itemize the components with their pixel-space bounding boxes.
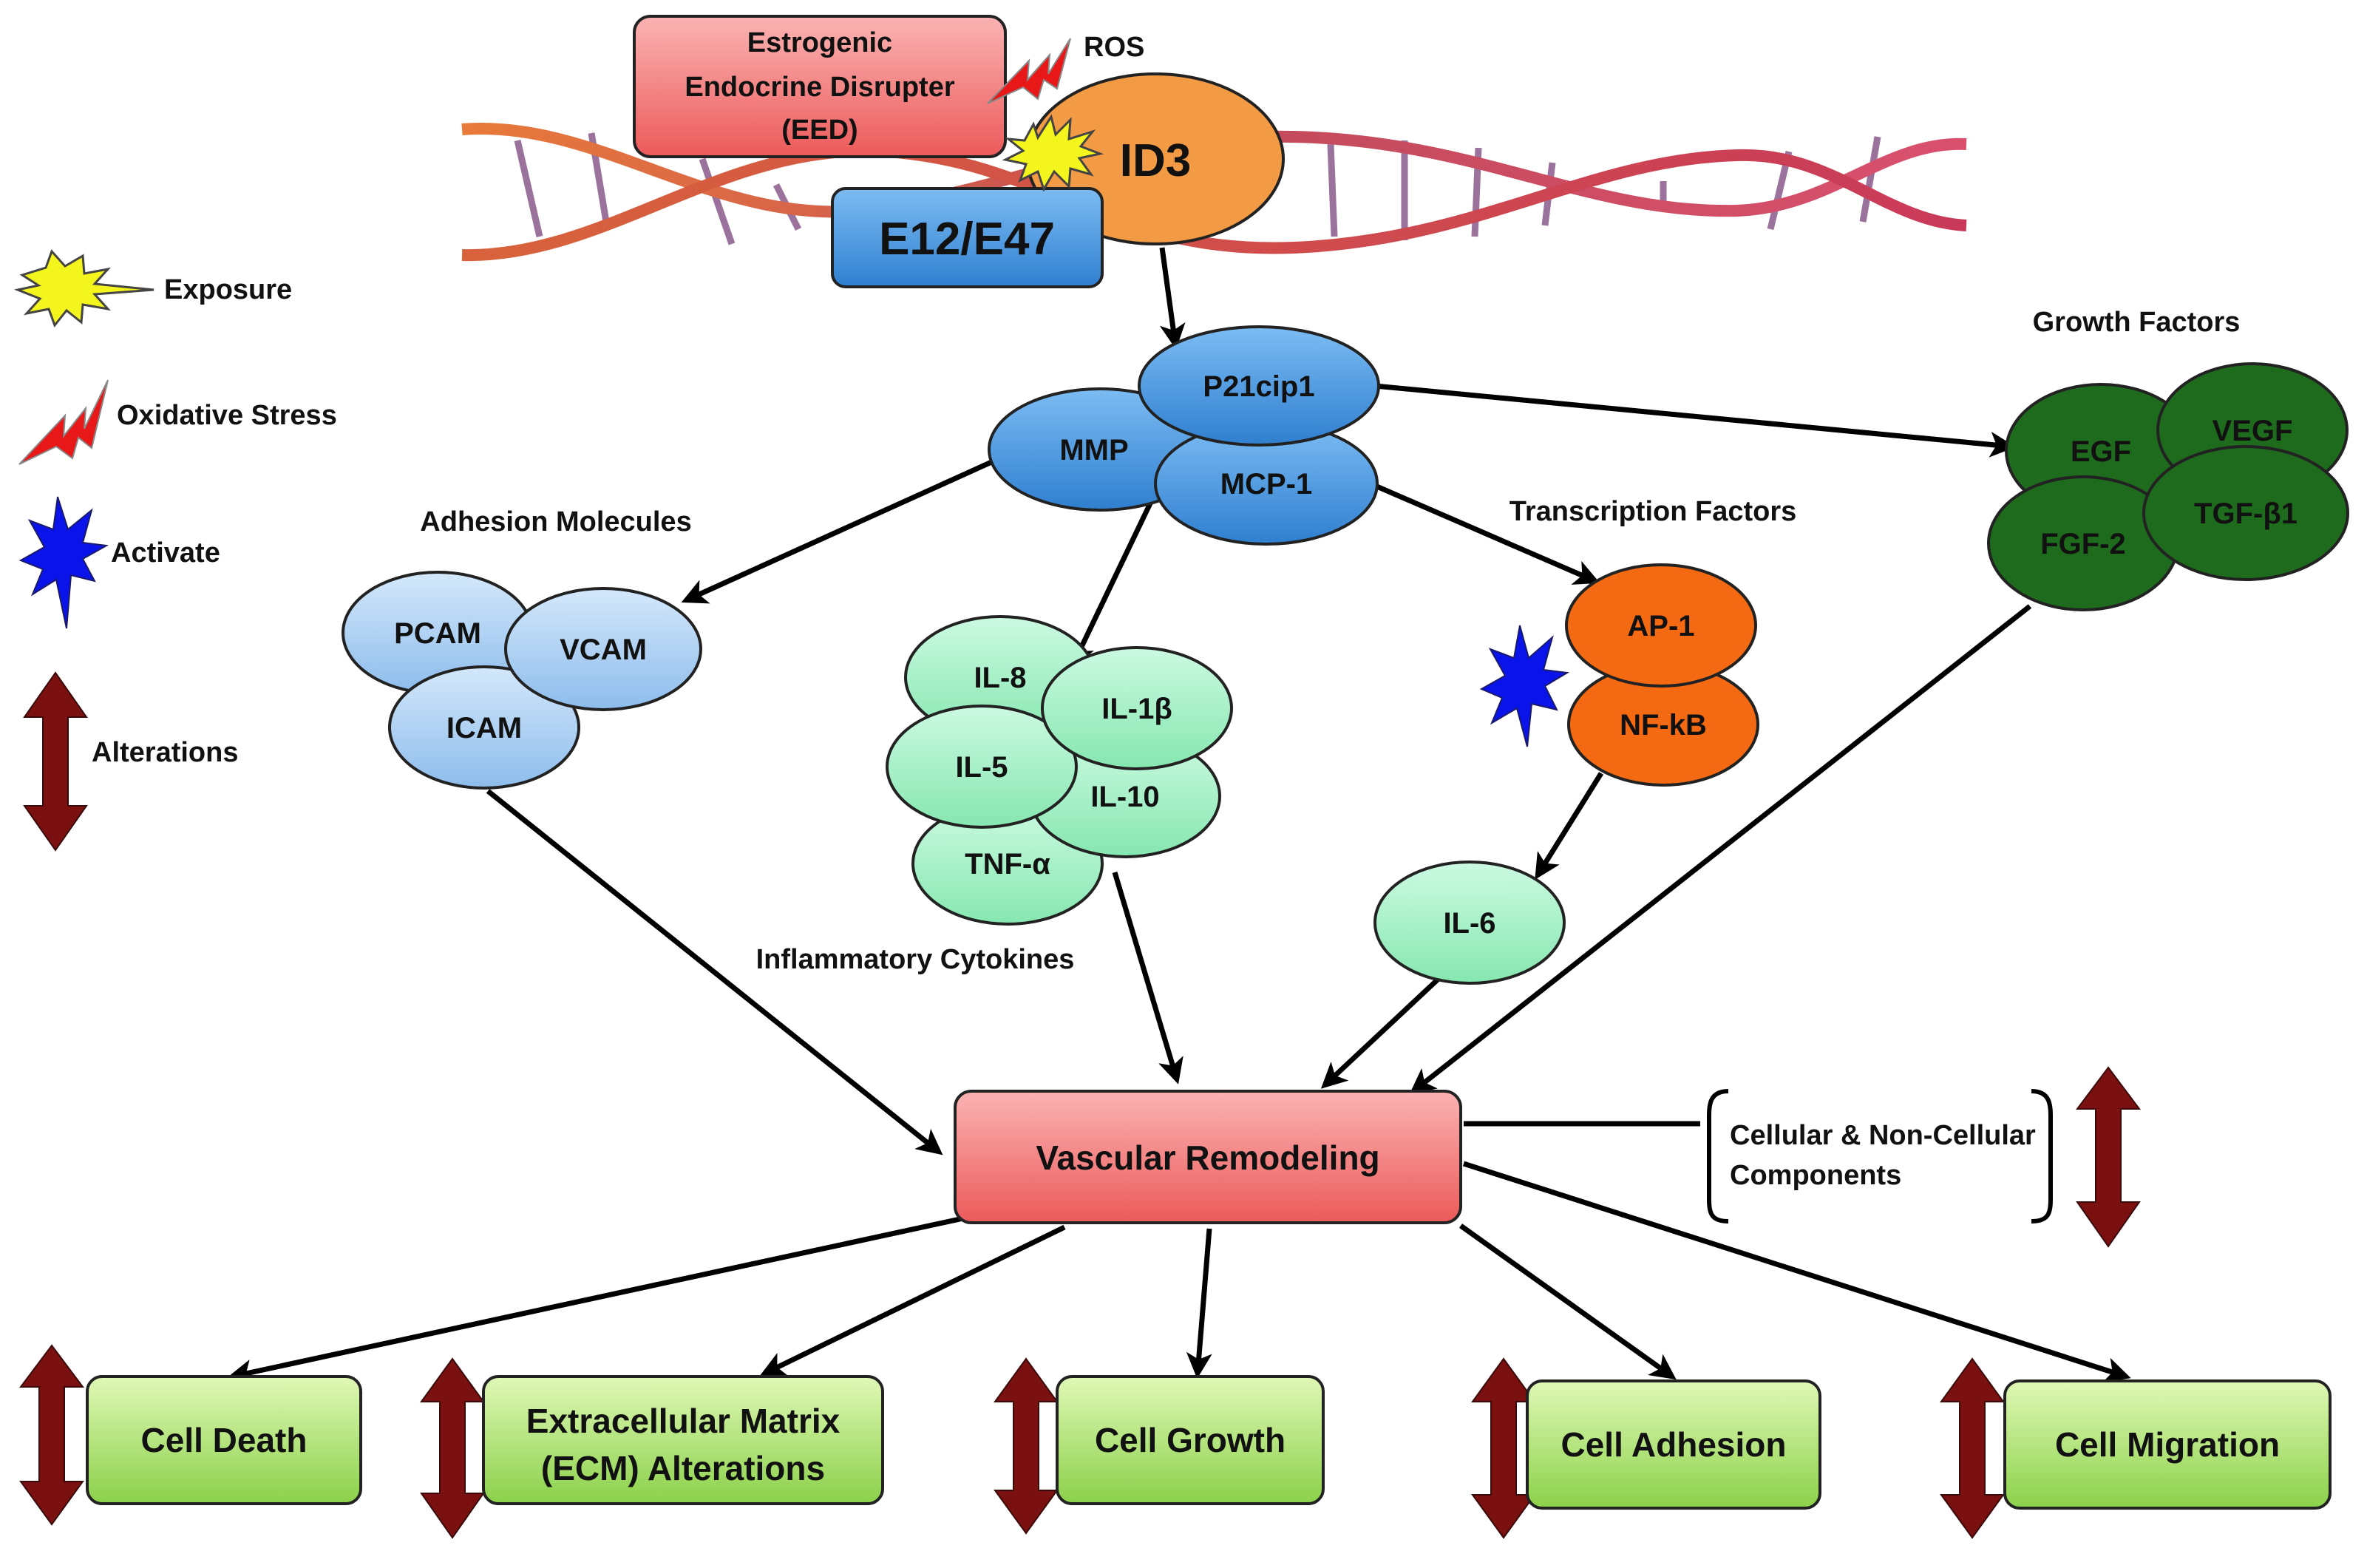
exposure-star-icon xyxy=(1002,114,1104,192)
mmp-label: MMP xyxy=(1059,434,1128,466)
ecm-label-line1: Extracellular Matrix xyxy=(526,1402,840,1440)
cell-growth-label: Cell Growth xyxy=(1095,1421,1286,1459)
cell-adhesion-alteration-arrow-icon xyxy=(1471,1357,1536,1539)
legend-oxidative-stress-label: Oxidative Stress xyxy=(117,400,337,431)
legend-alterations-label: Alterations xyxy=(92,737,238,768)
vcam-label: VCAM xyxy=(560,634,647,666)
legend-exposure-star-icon xyxy=(13,249,154,328)
e12-e47-box xyxy=(831,187,1104,288)
ecm-box xyxy=(482,1375,884,1505)
il1b-node xyxy=(1041,646,1233,770)
il10-label: IL-10 xyxy=(1090,781,1159,813)
outcome-cell-migration: Cell Migration xyxy=(1940,1357,2332,1539)
components-alteration-arrow-icon xyxy=(2076,1066,2141,1248)
legend-activate-label: Activate xyxy=(111,537,220,569)
il5-label: IL-5 xyxy=(955,751,1008,784)
il6-label: IL-6 xyxy=(1443,907,1495,940)
eed-label-line2: Endocrine Disrupter xyxy=(685,72,954,103)
tgfb1-label: TGF-β1 xyxy=(2194,498,2298,530)
transcription-factors-title: Transcription Factors xyxy=(1509,496,1797,527)
vascular-remodeling-box xyxy=(954,1090,1462,1224)
cell-migration-label: Cell Migration xyxy=(2055,1425,2280,1464)
mcp1-label: MCP-1 xyxy=(1220,468,1312,500)
legend-activate-star-icon xyxy=(18,496,109,629)
cell-migration-alteration-arrow-icon xyxy=(1940,1357,2005,1539)
cell-adhesion-box xyxy=(1526,1379,1821,1510)
vcam-node xyxy=(504,587,702,711)
components-label-line2: Components xyxy=(1730,1160,1901,1191)
ap1-node xyxy=(1565,563,1757,688)
vascular-remodeling-label: Vascular Remodeling xyxy=(1036,1138,1379,1177)
egf-label: EGF xyxy=(2071,435,2131,468)
inflammatory-cytokines-title: Inflammatory Cytokines xyxy=(756,944,1075,975)
adhesion-molecules-title: Adhesion Molecules xyxy=(420,506,691,537)
components-label-line1: Cellular & Non-Cellular xyxy=(1730,1120,2036,1151)
activate-star-icon xyxy=(1479,625,1569,747)
outcome-cell-growth: Cell Growth xyxy=(994,1357,1325,1535)
outcome-cell-death: Cell Death xyxy=(19,1344,362,1526)
eed-label-line1: Estrogenic xyxy=(747,27,892,58)
legend-oxidative-stress-icon xyxy=(18,379,109,465)
connector-arrows xyxy=(227,247,2131,1385)
e12-e47-label: E12/E47 xyxy=(879,214,1055,265)
eed-label-line3: (EED) xyxy=(781,115,858,146)
cell-death-alteration-arrow-icon xyxy=(19,1344,84,1526)
ros-label: ROS xyxy=(1084,32,1144,63)
il1b-label: IL-1β xyxy=(1101,693,1172,725)
cell-adhesion-label: Cell Adhesion xyxy=(1561,1425,1787,1464)
components-left-bracket xyxy=(1706,1089,1729,1223)
legend-alterations-arrow-icon xyxy=(23,671,88,852)
outcome-ecm-alterations: Extracellular Matrix (ECM) Alterations xyxy=(420,1357,884,1539)
vegf-label: VEGF xyxy=(2213,415,2293,447)
fgf2-label: FGF-2 xyxy=(2040,528,2126,560)
tgfb1-node xyxy=(2142,445,2349,581)
il5-node xyxy=(886,705,1078,829)
growth-factors-title: Growth Factors xyxy=(2033,307,2241,338)
ap1-label: AP-1 xyxy=(1627,610,1694,642)
p21cip1-node xyxy=(1138,325,1380,447)
ecm-label-line2: (ECM) Alterations xyxy=(541,1449,825,1487)
cell-death-label: Cell Death xyxy=(141,1421,308,1459)
p21cip1-label: P21cip1 xyxy=(1203,370,1314,403)
id3-label: ID3 xyxy=(1120,135,1191,186)
tnfa-label: TNF-α xyxy=(965,848,1050,880)
il8-label: IL-8 xyxy=(974,662,1026,694)
cell-growth-alteration-arrow-icon xyxy=(994,1357,1059,1535)
pcam-label: PCAM xyxy=(394,617,481,650)
il6-node xyxy=(1373,861,1566,985)
ros-lightning-icon xyxy=(987,38,1071,104)
legend-exposure-label: Exposure xyxy=(164,274,292,305)
components-right-bracket xyxy=(2031,1089,2054,1223)
ecm-alteration-arrow-icon xyxy=(420,1357,485,1539)
nfkb-label: NF-kB xyxy=(1620,709,1707,741)
cell-growth-box xyxy=(1056,1375,1325,1505)
cell-death-box xyxy=(86,1375,362,1505)
icam-node xyxy=(388,665,580,790)
outcome-cell-adhesion: Cell Adhesion xyxy=(1471,1357,1821,1539)
icam-label: ICAM xyxy=(446,712,522,744)
cell-migration-box xyxy=(2003,1379,2332,1510)
